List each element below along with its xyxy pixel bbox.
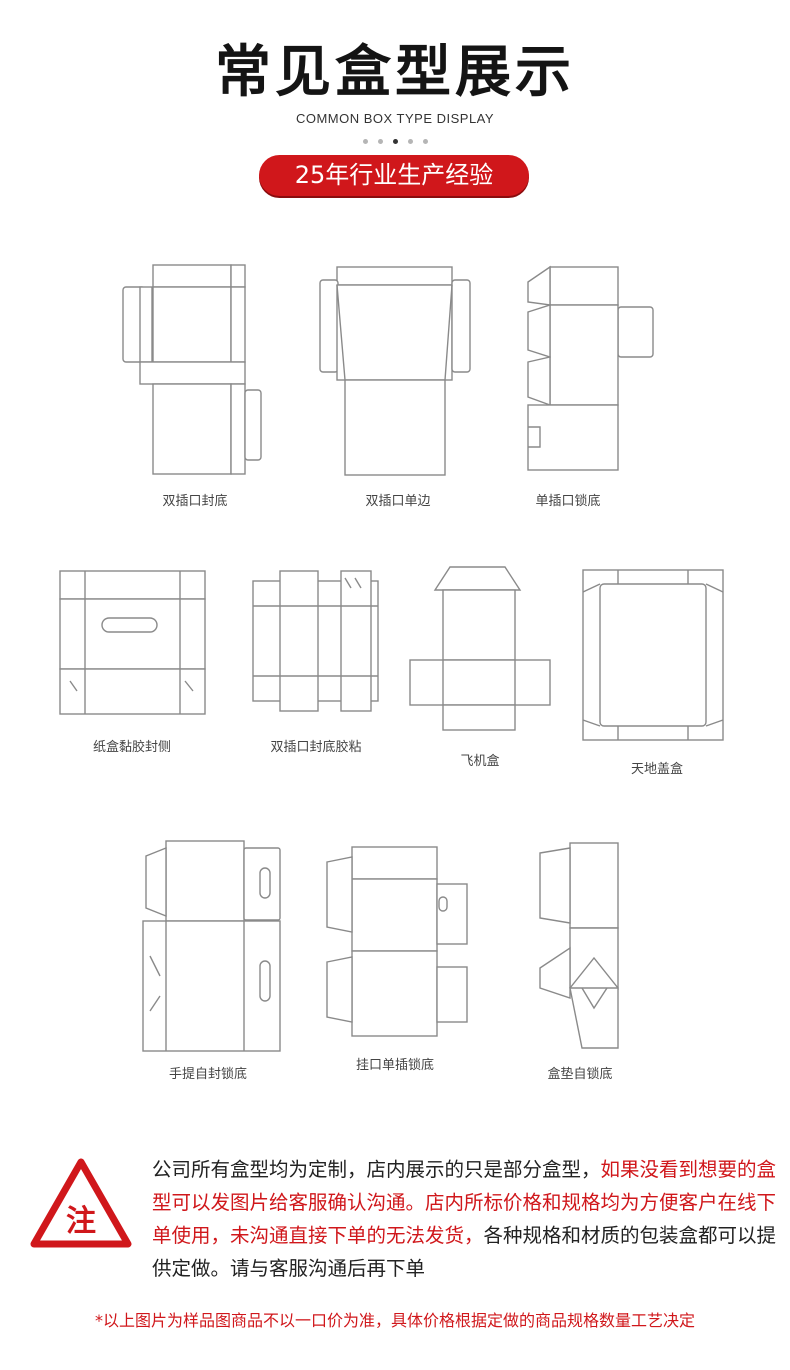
notice-text-part1: 公司所有盒型均为定制，店内展示的只是部分盒型， [152, 1158, 601, 1181]
warning-triangle-icon: 注 [30, 1158, 132, 1248]
box-caption: 盒垫自锁底 [547, 1067, 613, 1082]
notice-text-highlight: 如果没看到想要的盒型可以发图片给客服确认沟通。店内所标价格和规格均为方便客户在线… [152, 1158, 777, 1247]
dot [407, 139, 413, 144]
box-caption: 天地盖盒 [630, 762, 683, 777]
carousel-dots [0, 137, 790, 145]
box-diagram-hang-single-lock [326, 846, 468, 1037]
box-diagram-handle-lock [142, 840, 281, 1052]
dot [377, 139, 383, 144]
box-diagram-mailer [409, 566, 551, 731]
footer-disclaimer: *以上图片为样品图商品不以一口价为准，具体价格根据定做的商品规格数量工艺决定 [94, 1311, 695, 1330]
experience-badge: 25年行业生产经验 [259, 155, 529, 196]
box-caption: 挂口单插锁底 [355, 1058, 434, 1073]
box-caption: 双插口单边 [365, 494, 431, 509]
box-diagram-double-tuck-glued [252, 570, 379, 712]
page-title: 常见盒型展示 [215, 40, 575, 105]
dot-active [392, 139, 398, 144]
box-diagram-double-tuck-closed [122, 264, 262, 475]
box-caption: 双插口封底胶粘 [270, 740, 362, 755]
dot [422, 139, 428, 144]
warning-label: 注 [66, 1204, 96, 1239]
box-diagram-pad-lock [539, 842, 619, 1049]
box-caption: 手提自封锁底 [168, 1067, 247, 1082]
notice-text: 公司所有盒型均为定制，店内展示的只是部分盒型，如果没看到想要的盒型可以发图片给客… [152, 1153, 777, 1285]
box-diagram-glued-side [59, 570, 206, 715]
box-diagram-lid-base [582, 569, 724, 741]
box-caption: 纸盒黏胶封侧 [92, 740, 171, 755]
box-diagram-single-tuck-lock [527, 265, 654, 471]
dot [362, 139, 368, 144]
box-caption: 飞机盒 [460, 754, 500, 769]
box-caption: 单插口锁底 [535, 494, 601, 509]
notice-text-part3: 各种规格和材质的包装盒都可以提供定做。请与客服沟通后再下单 [152, 1224, 777, 1280]
box-caption: 双插口封底 [162, 494, 228, 509]
box-diagram-double-tuck-single [319, 266, 471, 476]
page-subtitle: COMMON BOX TYPE DISPLAY [295, 111, 495, 126]
